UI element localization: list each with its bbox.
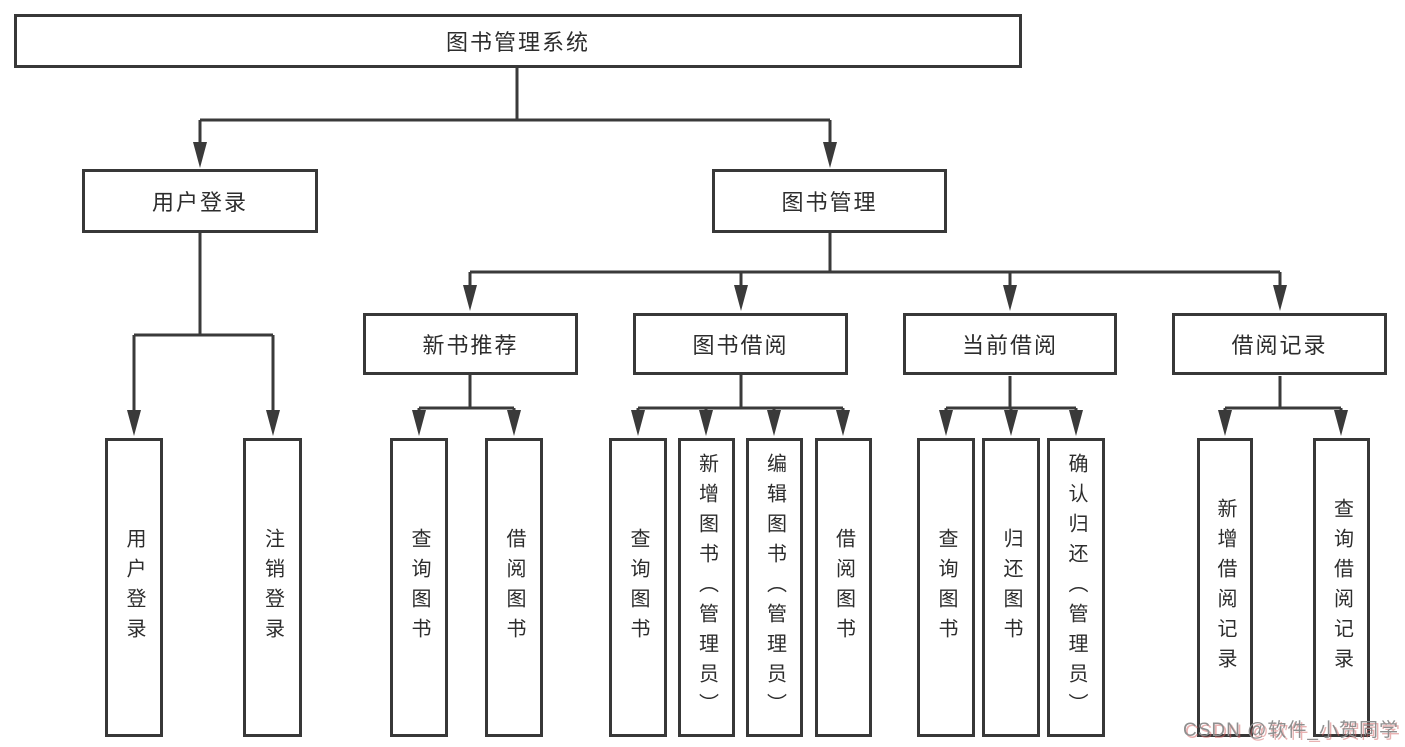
leaf-add-borrow-record: 新增借阅记录 bbox=[1197, 438, 1253, 737]
node-root: 图书管理系统 bbox=[14, 14, 1022, 68]
leaf-query-book-current: 查询图书 bbox=[917, 438, 975, 737]
leaf-return-book: 归还图书 bbox=[982, 438, 1040, 737]
node-book-borrow: 图书借阅 bbox=[633, 313, 848, 375]
leaf-add-book-admin: 新增图书（管理员） bbox=[678, 438, 735, 737]
node-borrow-records: 借阅记录 bbox=[1172, 313, 1387, 375]
leaf-user-login: 用户登录 bbox=[105, 438, 163, 737]
node-current-borrow: 当前借阅 bbox=[903, 313, 1117, 375]
node-book-management: 图书管理 bbox=[712, 169, 947, 233]
leaf-borrow-book-recommend: 借阅图书 bbox=[485, 438, 543, 737]
watermark: CSDN @软件_小贺同学 bbox=[1183, 720, 1399, 741]
leaf-query-book-borrow: 查询图书 bbox=[609, 438, 667, 737]
leaf-query-borrow-record: 查询借阅记录 bbox=[1313, 438, 1370, 737]
leaf-edit-book-admin: 编辑图书（管理员） bbox=[746, 438, 803, 737]
arrowhead-icon bbox=[127, 142, 1348, 436]
node-new-book-recommend: 新书推荐 bbox=[363, 313, 578, 375]
node-user-login: 用户登录 bbox=[82, 169, 318, 233]
leaf-query-book-recommend: 查询图书 bbox=[390, 438, 448, 737]
leaf-borrow-book: 借阅图书 bbox=[815, 438, 872, 737]
leaf-confirm-return-admin: 确认归还（管理员） bbox=[1047, 438, 1105, 737]
leaf-logout-login: 注销登录 bbox=[243, 438, 302, 737]
